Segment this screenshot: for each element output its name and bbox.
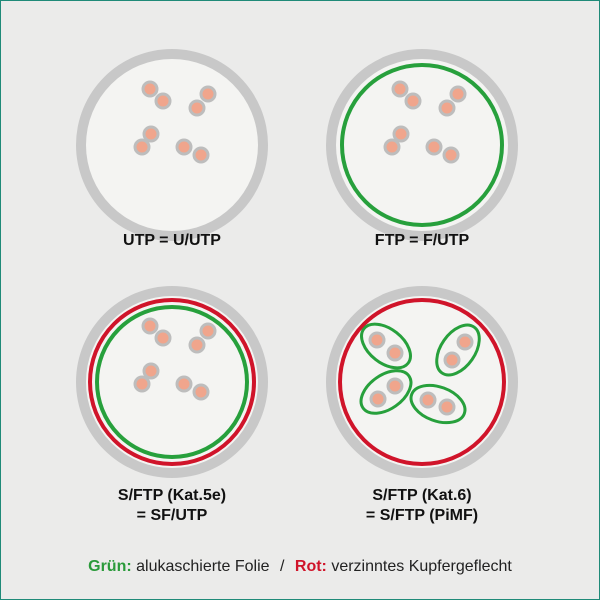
foil-shield-green xyxy=(340,63,504,227)
caption-line: FTP = F/UTP xyxy=(374,232,470,249)
pair-foil-green xyxy=(360,322,412,370)
pair-foil-shield-4 xyxy=(409,383,467,425)
caption-line: = SF/UTP xyxy=(136,507,208,524)
conductor xyxy=(175,375,193,393)
pair-foil-green xyxy=(435,323,481,377)
conductor xyxy=(133,138,151,156)
braid-shield-red xyxy=(88,298,256,466)
conductor xyxy=(188,336,206,354)
pair-foil-green xyxy=(359,369,413,415)
caption-line: = S/FTP (PiMF) xyxy=(365,507,479,524)
conductor xyxy=(141,317,159,335)
twisted-pair-group xyxy=(383,80,467,164)
pair-foil-shield-1 xyxy=(360,322,412,370)
conductor xyxy=(438,398,456,416)
conductor xyxy=(192,146,210,164)
caption-utp: UTP = U/UTP xyxy=(52,231,292,251)
conductor xyxy=(369,390,387,408)
conductor xyxy=(386,377,404,395)
caption-line: UTP = U/UTP xyxy=(123,232,221,249)
pair-foil-green xyxy=(409,383,467,425)
conductor xyxy=(199,85,217,103)
conductor xyxy=(192,383,210,401)
legend: Grün: alukaschierte Folie / Rot: verzinn… xyxy=(0,558,600,576)
caption-line: S/FTP (Kat.6) xyxy=(372,487,472,504)
conductor xyxy=(425,138,443,156)
conductor xyxy=(154,92,172,110)
braid-shield-red xyxy=(338,298,506,466)
conductor xyxy=(404,92,422,110)
conductor xyxy=(188,99,206,117)
pair-foil-shield-3 xyxy=(359,369,413,415)
conductor xyxy=(386,344,404,362)
conductor xyxy=(391,80,409,98)
legend-red-text: verzinntes Kupfergeflecht xyxy=(331,558,512,575)
conductor xyxy=(419,391,437,409)
conductor xyxy=(456,333,474,351)
conductor xyxy=(438,99,456,117)
cable-sftp-kat6-cross-section xyxy=(326,286,518,478)
caption-line: S/FTP (Kat.5e) xyxy=(117,487,227,504)
foil-shield-green xyxy=(95,305,249,459)
cable-sftp-kat5e-cross-section xyxy=(76,286,268,478)
conductor xyxy=(383,138,401,156)
cable-core xyxy=(336,296,508,468)
cable-core xyxy=(86,296,258,468)
cable-core xyxy=(86,59,258,231)
caption-sftp-kat5e: S/FTP (Kat.5e) = SF/UTP xyxy=(52,486,292,526)
conductor xyxy=(141,80,159,98)
conductor xyxy=(154,329,172,347)
twisted-pair-group xyxy=(133,80,217,164)
conductor xyxy=(449,85,467,103)
conductor xyxy=(443,351,461,369)
legend-green-text: alukaschierte Folie xyxy=(136,558,270,575)
twisted-pair-group xyxy=(133,317,217,401)
cable-core xyxy=(336,59,508,231)
conductor xyxy=(142,362,160,380)
caption-ftp: FTP = F/UTP xyxy=(302,231,542,251)
conductor xyxy=(368,331,386,349)
cable-ftp-cross-section xyxy=(326,49,518,241)
cable-utp-cross-section xyxy=(76,49,268,241)
conductor xyxy=(175,138,193,156)
conductor xyxy=(142,125,160,143)
conductor xyxy=(199,322,217,340)
legend-red-key: Rot: xyxy=(294,558,327,575)
pair-foil-shield-2 xyxy=(435,323,481,377)
conductor xyxy=(442,146,460,164)
conductor xyxy=(133,375,151,393)
conductor xyxy=(392,125,410,143)
legend-green-key: Grün: xyxy=(88,558,132,575)
caption-sftp-kat6: S/FTP (Kat.6) = S/FTP (PiMF) xyxy=(302,486,542,526)
legend-separator: / xyxy=(279,558,285,575)
